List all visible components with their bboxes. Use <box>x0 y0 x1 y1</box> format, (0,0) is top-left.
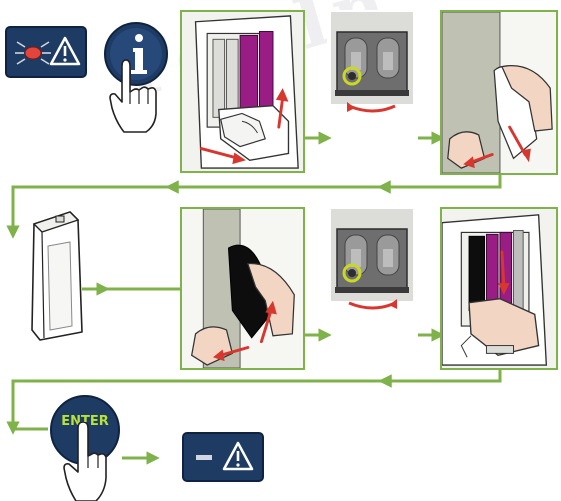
pointing-hand-icon <box>62 422 110 501</box>
waste-container-icon <box>20 200 85 342</box>
info-button-icon <box>100 18 172 138</box>
step-reinsert-cartridge-panel <box>440 207 558 370</box>
step-mechanism-panel-2 <box>327 207 417 315</box>
step-peel-panel <box>440 10 558 175</box>
step-black-sheet-panel <box>180 207 305 370</box>
warning-cleared-icon <box>182 432 264 482</box>
warning-indicator-icon <box>5 26 87 78</box>
step-mechanism-panel-1 <box>327 10 417 118</box>
step-remove-cartridge-panel <box>180 10 305 173</box>
